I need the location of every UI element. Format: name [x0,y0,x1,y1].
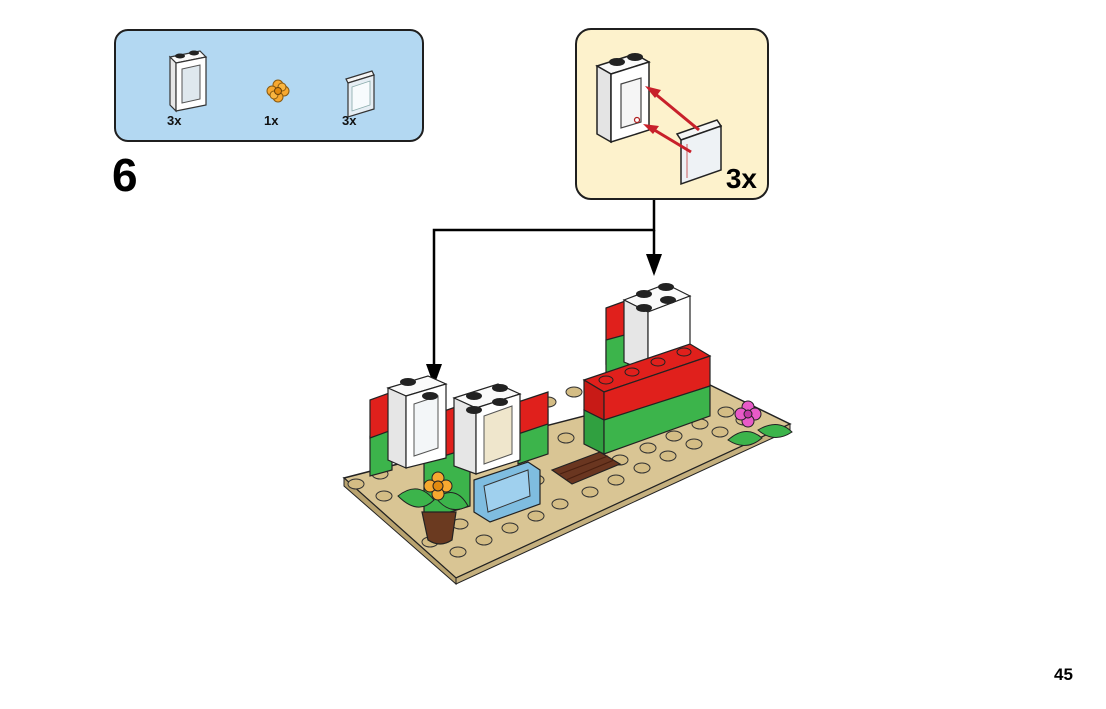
parts-qty-flower: 1x [264,113,279,128]
right-building [582,283,712,455]
window-glass-icon [345,70,375,118]
page-number: 45 [1054,665,1073,684]
subassembly-qty: 3x [725,163,757,194]
pink-flower [727,400,793,446]
subassembly-art [595,53,723,186]
flower-icon [266,79,290,103]
subassembly-callout: 3x [575,28,769,200]
red-arrow-icon [643,86,700,154]
window-frame-icon [595,53,651,144]
parts-qty-window-frame: 3x [167,113,182,128]
parts-list-art [168,50,375,118]
blue-chair [473,461,541,523]
parts-list-callout: 3x 1x 3x [114,29,424,142]
flower-pot [397,471,469,545]
parts-qty-window-glass: 3x [342,113,357,128]
step-number: 6 [112,149,138,201]
bench [550,451,622,485]
window-frame-icon [168,50,208,113]
